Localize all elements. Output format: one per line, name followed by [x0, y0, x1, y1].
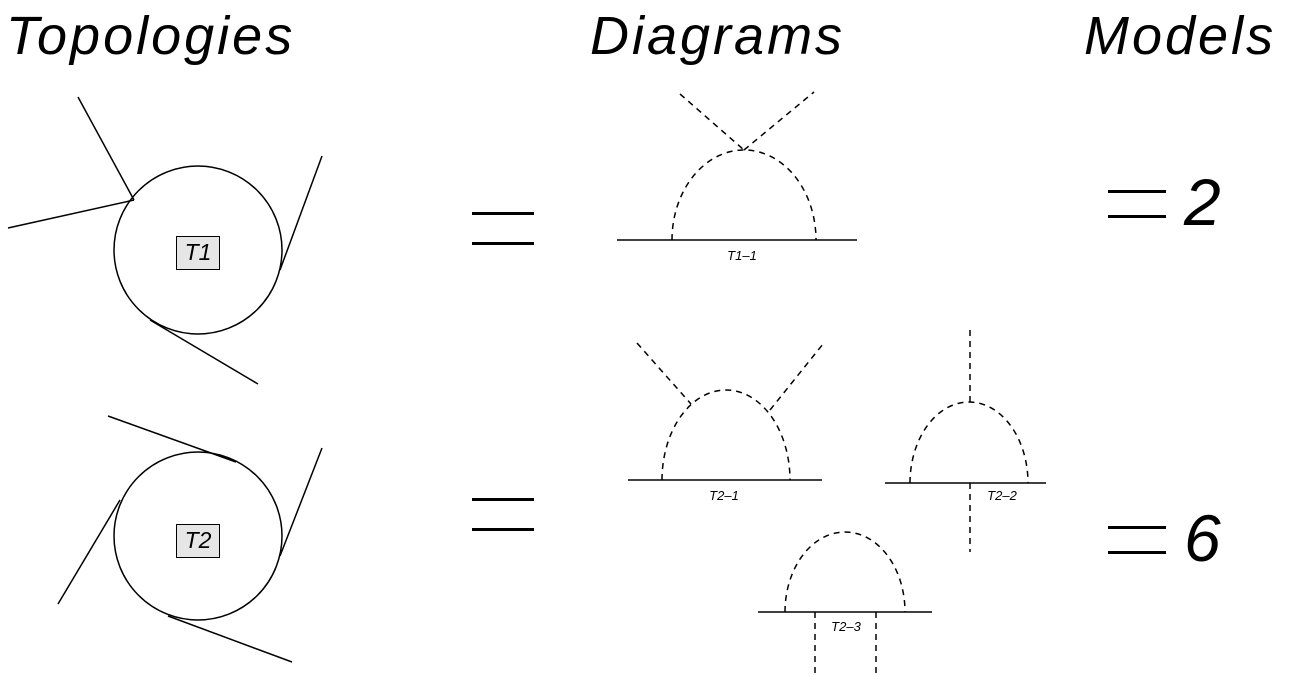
- scalar-leg: [743, 91, 815, 151]
- t1-external-leg: [279, 155, 323, 271]
- diagram-label-t1-1: T1–1: [727, 248, 757, 263]
- equals-sign: [1108, 525, 1166, 554]
- topology-t2-label: T2: [176, 524, 220, 558]
- t2-external-leg: [107, 415, 237, 463]
- t2-external-leg: [57, 499, 121, 605]
- topologies-header: Topologies: [6, 6, 296, 66]
- t2-loop-circle: [113, 451, 283, 621]
- scalar-loop: [661, 389, 791, 481]
- diagram-t2-2: [885, 330, 1046, 552]
- diagram-t1-1: [617, 91, 857, 241]
- models-header: Models: [1084, 6, 1277, 66]
- equals-sign-row2: [472, 498, 534, 531]
- t2-external-leg: [279, 447, 323, 557]
- t1-external-leg: [149, 319, 259, 385]
- t1-external-leg: [7, 199, 135, 229]
- models-count-row1: 2: [1108, 166, 1221, 238]
- scalar-leg: [679, 93, 745, 151]
- scalar-loop: [671, 149, 817, 241]
- topology-t2-graph: [57, 415, 323, 663]
- topology-t1-label: T1: [176, 236, 220, 270]
- t2-external-leg: [167, 615, 293, 663]
- scalar-loop: [909, 401, 1029, 484]
- scalar-leg: [636, 342, 692, 405]
- t1-loop-circle: [113, 165, 283, 335]
- topology-t1-graph: [7, 96, 323, 385]
- diagram-t2-3: [758, 531, 932, 676]
- diagrams-header: Diagrams: [590, 6, 846, 66]
- models-count-value: 2: [1184, 165, 1221, 239]
- diagram-label-t2-1: T2–1: [709, 488, 739, 503]
- equals-sign-row1: [472, 212, 534, 245]
- scalar-loop: [784, 531, 906, 613]
- diagram-label-t2-3: T2–3: [831, 619, 861, 634]
- t1-external-leg: [77, 96, 135, 201]
- diagram-t2-1: [628, 342, 824, 481]
- scalar-leg: [769, 343, 824, 411]
- equals-sign: [1108, 189, 1166, 218]
- diagram-label-t2-2: T2–2: [987, 488, 1017, 503]
- models-count-row2: 6: [1108, 502, 1221, 574]
- models-count-value: 6: [1184, 501, 1221, 575]
